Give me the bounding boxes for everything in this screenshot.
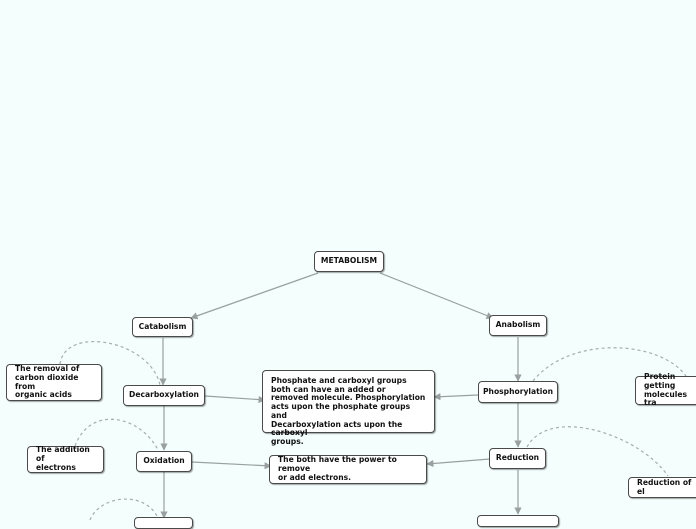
- note-protein[interactable]: Protein getting molecules tra: [635, 372, 696, 407]
- dashed-link-co2: [59, 341, 161, 386]
- node-reduction[interactable]: Reduction: [489, 448, 546, 469]
- note-power-electrons[interactable]: The both have the power to remove or add…: [269, 455, 427, 484]
- node-phosphorylation[interactable]: Phosphorylation: [478, 381, 558, 403]
- edge-decarboxylation-note: [204, 395, 266, 404]
- note-electron-addition[interactable]: The addition of electrons: [27, 446, 104, 473]
- note-phosphate-carboxyl[interactable]: Phosphate and carboxyl groups both can h…: [262, 370, 435, 446]
- edge-metabolism-anabolism: [379, 272, 494, 319]
- node-catabolism[interactable]: Catabolism: [132, 317, 193, 337]
- note-reduction-electrons[interactable]: Reduction of el: [628, 477, 696, 498]
- dashed-link-lower-left: [89, 498, 159, 520]
- dashed-link-reduction-note: [526, 426, 669, 477]
- edge-phosphorylation-note: [433, 393, 479, 401]
- note-co2-removal[interactable]: The removal of carbon dioxide from organ…: [6, 364, 102, 401]
- edge-oxidation-power: [191, 461, 272, 470]
- edge-metabolism-catabolism: [190, 272, 319, 320]
- node-partial-lower-left[interactable]: [134, 517, 193, 529]
- node-partial-lower-right[interactable]: [477, 515, 559, 527]
- dashed-link-electrons: [74, 418, 159, 451]
- node-oxidation[interactable]: Oxidation: [136, 451, 192, 472]
- node-anabolism[interactable]: Anabolism: [489, 315, 547, 336]
- node-decarboxylation[interactable]: Decarboxylation: [123, 385, 205, 406]
- dashed-link-protein: [532, 347, 687, 382]
- edge-reduction-power: [426, 458, 491, 468]
- node-metabolism[interactable]: METABOLISM: [314, 251, 384, 272]
